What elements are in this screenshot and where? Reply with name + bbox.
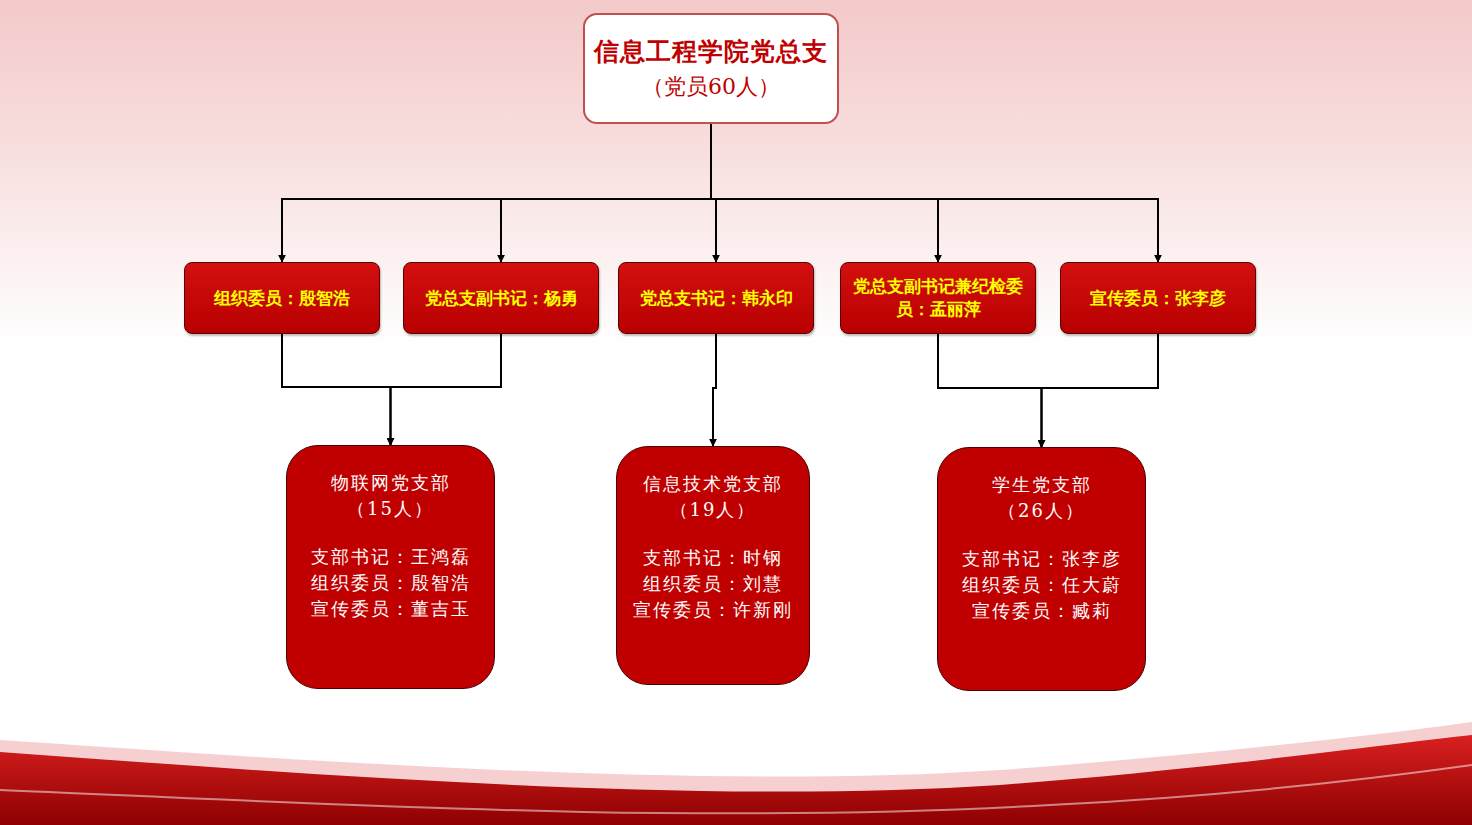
node-text: （15人） (347, 496, 434, 522)
connector-arrow (711, 124, 938, 262)
connector-arrow (391, 334, 502, 445)
role-box: 党总支书记：韩永印 (618, 262, 814, 334)
wave-light (0, 722, 1472, 825)
node-title: 学生党支部 (992, 472, 1092, 498)
node-text: 组织委员：殷智浩 (311, 570, 471, 596)
node-title: 组织委员：殷智浩 (214, 287, 350, 310)
connector-arrow (1042, 334, 1159, 447)
role-box: 宣传委员：张李彦 (1060, 262, 1256, 334)
node-text: （19人） (670, 497, 757, 523)
node-title: 物联网党支部 (331, 470, 451, 496)
sub-branch-box: 学生党支部（26人） 支部书记：张李彦组织委员：任大蔚宣传委员：臧莉 (937, 447, 1146, 691)
connector-arrow (282, 334, 391, 445)
sub-branch-box: 物联网党支部（15人） 支部书记：王鸿磊组织委员：殷智浩宣传委员：董吉玉 (286, 445, 495, 689)
node-title: 党总支副书记兼纪检委员：孟丽萍 (849, 275, 1027, 321)
node-text: 宣传委员：董吉玉 (311, 596, 471, 622)
connector-arrow (501, 124, 711, 262)
wave-red (0, 735, 1472, 825)
node-text: 宣传委员：许新刚 (633, 597, 793, 623)
node-text: 组织委员：任大蔚 (962, 572, 1122, 598)
node-text: 支部书记：时钢 (643, 545, 783, 571)
node-title: 党总支副书记：杨勇 (425, 287, 578, 310)
connector-arrow (282, 124, 711, 262)
node-text: 宣传委员：臧莉 (972, 598, 1112, 624)
connector-arrow (713, 334, 716, 446)
wave-highlight (0, 765, 1472, 813)
node-text: （党员60人） (642, 72, 780, 102)
connector-arrow (711, 124, 1158, 262)
node-title: 宣传委员：张李彦 (1090, 287, 1226, 310)
connector-arrow (938, 334, 1042, 447)
party-branch-box: 信息工程学院党总支 （党员60人） (583, 13, 839, 124)
role-box: 党总支副书记：杨勇 (403, 262, 599, 334)
node-title: 党总支书记：韩永印 (640, 287, 793, 310)
node-text: 支部书记：张李彦 (962, 546, 1122, 572)
role-box: 党总支副书记兼纪检委员：孟丽萍 (840, 262, 1036, 334)
sub-branch-box: 信息技术党支部（19人） 支部书记：时钢组织委员：刘慧宣传委员：许新刚 (616, 446, 810, 685)
node-text: （26人） (998, 498, 1085, 524)
role-box: 组织委员：殷智浩 (184, 262, 380, 334)
node-title: 信息技术党支部 (643, 471, 783, 497)
node-title: 信息工程学院党总支 (594, 35, 828, 68)
node-text: 组织委员：刘慧 (643, 571, 783, 597)
node-text: 支部书记：王鸿磊 (311, 544, 471, 570)
